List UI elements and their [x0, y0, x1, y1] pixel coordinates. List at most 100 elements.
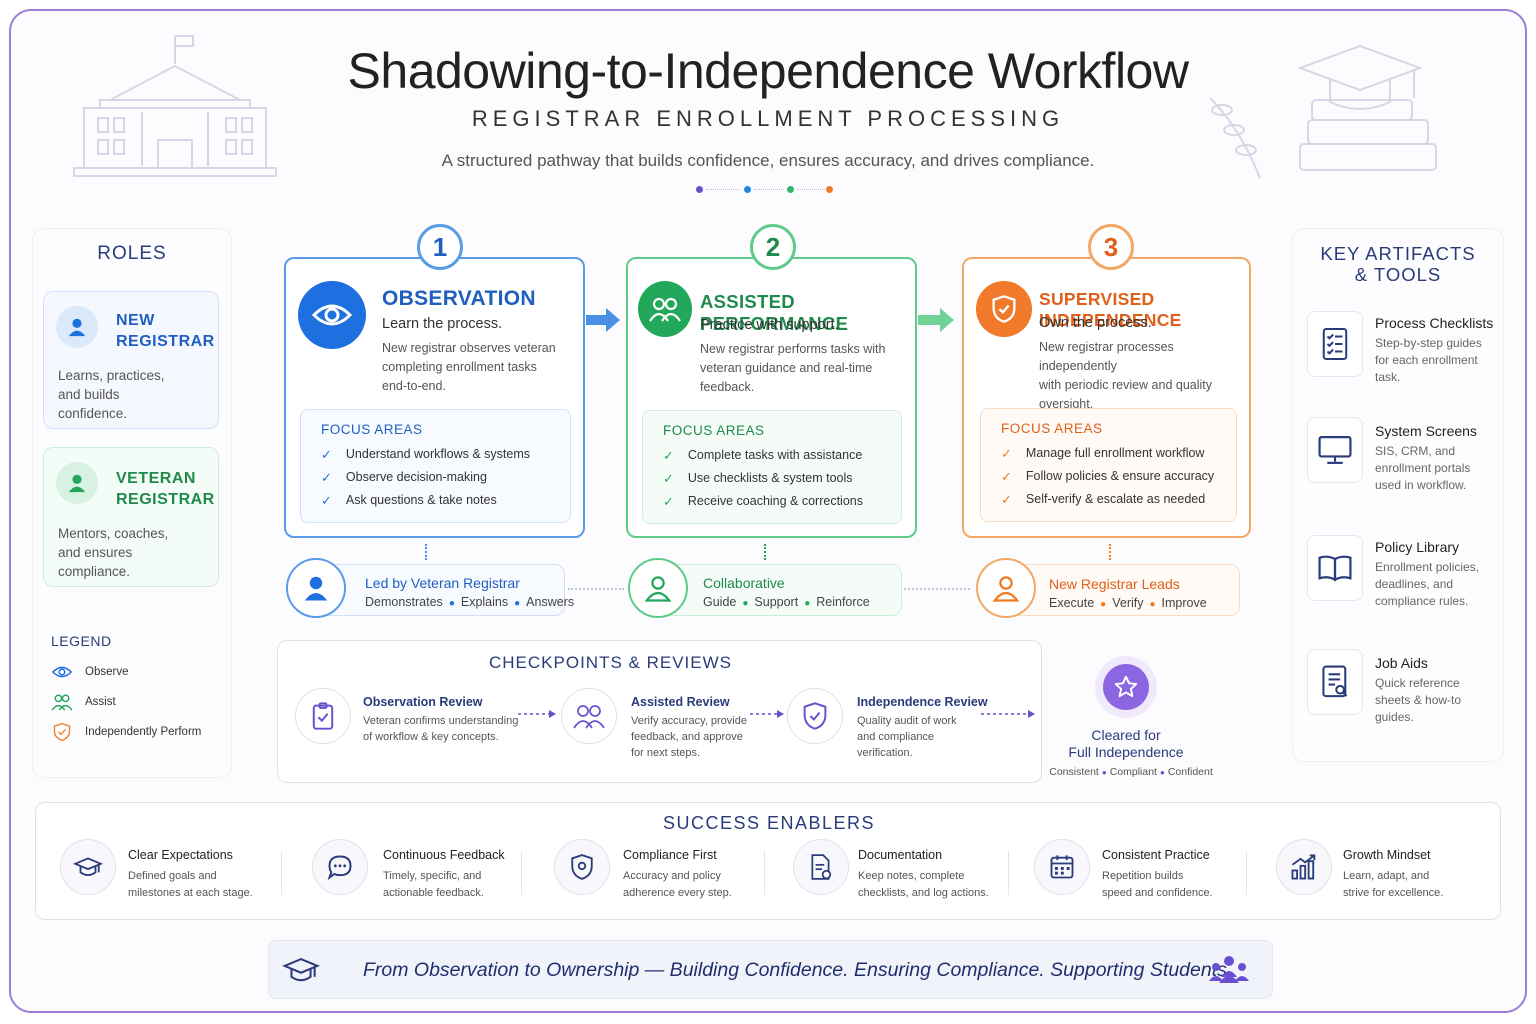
focus-item: ✓Complete tasks with assistance	[663, 444, 885, 467]
phase-title: ASSISTED PERFORMANCE	[700, 291, 849, 334]
divider-line	[706, 189, 740, 190]
new-registrar-desc: and builds	[58, 387, 120, 402]
focus-item: ✓Understand workflows & systems	[321, 443, 554, 466]
compliance-shield-icon	[554, 839, 610, 895]
veteran-registrar-desc: compliance.	[58, 564, 131, 579]
check-circle-icon: ✓	[321, 493, 332, 508]
arrow-right-icon	[586, 308, 620, 332]
focus-item: ✓Ask questions & take notes	[321, 489, 554, 512]
leads-person-icon	[976, 558, 1036, 618]
focus-areas-supervised: FOCUS AREAS ✓Manage full enrollment work…	[980, 408, 1237, 522]
lead-item: Explains	[460, 595, 509, 609]
cleared-title: Cleared for Full Independence	[1068, 727, 1184, 760]
checkpoint-desc: Quality audit of work	[857, 715, 957, 727]
students-group-icon	[1209, 956, 1249, 983]
assisted-people-icon	[638, 281, 692, 337]
phase-desc: New registrar processes independently	[1039, 340, 1174, 373]
phase-desc: oversight.	[1039, 397, 1094, 411]
lead-item: Improve	[1161, 596, 1207, 610]
phase-subtitle: Own the process.	[1039, 315, 1152, 331]
legend-label: Assist	[85, 696, 116, 708]
checklist-icon	[1307, 311, 1363, 377]
new-registrar-avatar-icon	[56, 306, 98, 348]
veteran-registrar-avatar-icon	[56, 462, 98, 504]
graduation-cap-icon	[281, 957, 321, 982]
legend-item-assist: Assist	[51, 687, 201, 717]
veteran-registrar-desc: and ensures	[58, 545, 133, 560]
divider-dot-green	[787, 186, 794, 193]
phase-title: SUPERVISED INDEPENDENCE	[1039, 289, 1182, 330]
connector-dots	[425, 544, 427, 560]
focus-item: ✓Observe decision-making	[321, 466, 554, 489]
phase-card-observation: OBSERVATION Learn the process. New regis…	[284, 257, 585, 538]
check-circle-icon: ✓	[663, 494, 674, 509]
document-icon	[793, 839, 849, 895]
checkpoint-desc: of workflow & key concepts.	[363, 731, 499, 743]
phase-card-assisted-performance: ASSISTED PERFORMANCE Practice with suppo…	[626, 257, 917, 538]
phase-card-supervised-independence: SUPERVISED INDEPENDENCE Own the process.…	[962, 257, 1251, 538]
divider	[521, 851, 522, 895]
focus-title: FOCUS AREAS	[1001, 421, 1103, 436]
connector-dots	[904, 588, 970, 590]
shield-review-icon	[787, 688, 843, 744]
check-circle-icon: ✓	[663, 448, 674, 463]
legend: Observe Assist Independently Perform	[51, 657, 201, 747]
legend-label: Observe	[85, 666, 129, 678]
divider	[764, 851, 765, 895]
checkpoint-desc: and compliance	[857, 731, 935, 743]
checkpoint-desc: for next steps.	[631, 747, 701, 759]
collaborative-person-icon	[628, 558, 688, 618]
veteran-registrar-name-line1: VETERAN	[116, 470, 196, 487]
artifact-system-screens: System Screens SIS, CRM, and enrollment …	[1375, 423, 1477, 492]
checkpoint-desc: verification.	[857, 747, 913, 759]
focus-item: ✓Manage full enrollment workflow	[1001, 442, 1220, 465]
phase-desc: veteran guidance and real-time	[700, 361, 873, 375]
focus-item: ✓Use checklists & system tools	[663, 467, 885, 490]
divider-line	[797, 189, 825, 190]
phase-number-badge: 3	[1088, 224, 1134, 270]
divider	[281, 851, 282, 895]
connector-dots	[568, 588, 624, 590]
checkpoint-desc: feedback, and approve	[631, 731, 743, 743]
lead-item: Reinforce	[816, 595, 870, 609]
focus-title: FOCUS AREAS	[663, 423, 765, 438]
phase-desc: end-to-end.	[382, 379, 446, 393]
star-icon	[1103, 664, 1149, 710]
supervised-shield-icon	[976, 281, 1032, 337]
new-registrar-name-line2: REGISTRAR	[116, 333, 215, 350]
phase-subtitle: Learn the process.	[382, 316, 503, 332]
connector-dots	[764, 544, 766, 560]
divider	[1008, 851, 1009, 895]
focus-item: ✓Follow policies & ensure accuracy	[1001, 465, 1220, 488]
page-tagline: A structured pathway that builds confide…	[441, 151, 1095, 170]
check-circle-icon: ✓	[1001, 492, 1012, 507]
university-building-icon	[73, 35, 277, 177]
lead-row-supervised: New Registrar Leads Execute●Verify●Impro…	[1004, 564, 1240, 616]
divider-dot-purple	[696, 186, 703, 193]
eye-icon	[51, 666, 73, 678]
veteran-person-icon	[286, 558, 346, 618]
success-enablers-panel: SUCCESS ENABLERS Clear Expectations Defi…	[35, 802, 1501, 920]
new-registrar-desc: Learns, practices,	[58, 368, 165, 383]
phase-desc: feedback.	[700, 380, 755, 394]
graduation-books-icon	[1209, 44, 1437, 179]
monitor-icon	[1307, 417, 1363, 483]
phase-subtitle: Practice with support.	[700, 317, 839, 333]
job-aid-document-icon	[1307, 649, 1363, 715]
roles-panel: ROLES NEW REGISTRAR Learns, practices, a…	[32, 228, 232, 778]
shield-check-icon	[53, 722, 71, 742]
footer-banner: From Observation to Ownership — Building…	[268, 940, 1273, 999]
cleared-tags: Consistent●Compliant●Confident	[1049, 766, 1213, 778]
calendar-icon	[1034, 839, 1090, 895]
phase-desc: with periodic review and quality	[1039, 378, 1213, 392]
divider-line	[754, 189, 784, 190]
enablers-title: SUCCESS ENABLERS	[662, 813, 876, 833]
legend-label: Independently Perform	[85, 726, 202, 738]
observation-eye-icon	[298, 281, 366, 349]
lead-item: Demonstrates	[365, 595, 443, 609]
checkpoint-independence-review: Independence Review Quality audit of wor…	[857, 695, 988, 759]
lead-title: Collaborative	[703, 575, 785, 591]
phase-desc: completing enrollment tasks	[382, 360, 537, 374]
